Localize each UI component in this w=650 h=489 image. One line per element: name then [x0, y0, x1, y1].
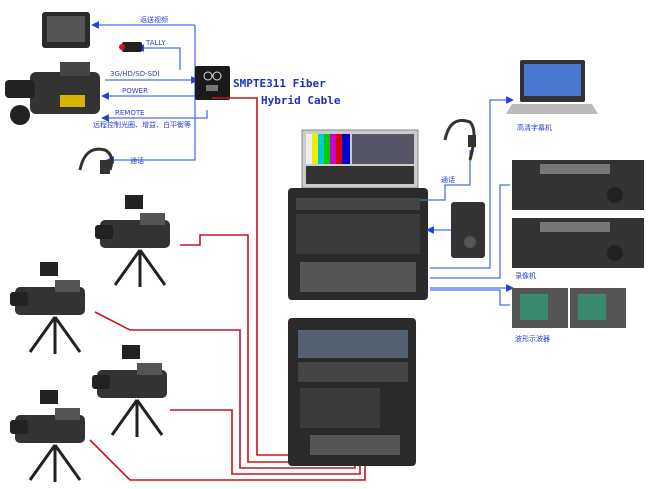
remote-description-label: 远程控制光圈、增益、白平衡等: [93, 120, 191, 129]
remote-label: REMOTE: [115, 109, 145, 117]
return-video-label: 返送视频: [140, 15, 168, 24]
tripod-camera-icon: [10, 390, 85, 482]
return-video-monitor-icon: [42, 12, 90, 48]
intercom-label: 通话: [130, 156, 144, 165]
cable-label-line2: Hybrid Cable: [261, 94, 341, 107]
tripod-camera-icon: [92, 345, 167, 437]
tripod-camera-icon: [10, 262, 85, 354]
power-label: POWER: [122, 87, 148, 95]
laptop-icon: [506, 60, 598, 114]
waveform-monitor-label: 波形示波器: [515, 334, 550, 343]
vtr-label: 录像机: [515, 271, 536, 280]
waveform-monitor-icon: [512, 288, 626, 328]
cable-label-line1: SMPTE311 Fiber: [233, 77, 326, 90]
vtr-icon: [512, 160, 644, 210]
tally-light-icon: [119, 42, 142, 52]
fiber-adapter-box-icon: [195, 66, 230, 100]
tally-label: TALLY: [145, 39, 166, 47]
control-rack-icon: [288, 129, 428, 300]
camera-icon: [5, 62, 100, 125]
vtr-icon: [512, 218, 644, 268]
tripod-camera-icon: [95, 195, 170, 287]
intercom-headset-icon: [443, 119, 476, 161]
headset-icon: [78, 147, 114, 174]
remote-control-panel-icon: [451, 202, 485, 258]
sdi-label: 3G/HD/SD-SDI: [110, 70, 160, 78]
fiber-base-station-rack-icon: [288, 318, 416, 466]
intercom-control-label: 通话: [441, 175, 455, 184]
caption-machine-label: 高清字幕机: [517, 123, 552, 132]
